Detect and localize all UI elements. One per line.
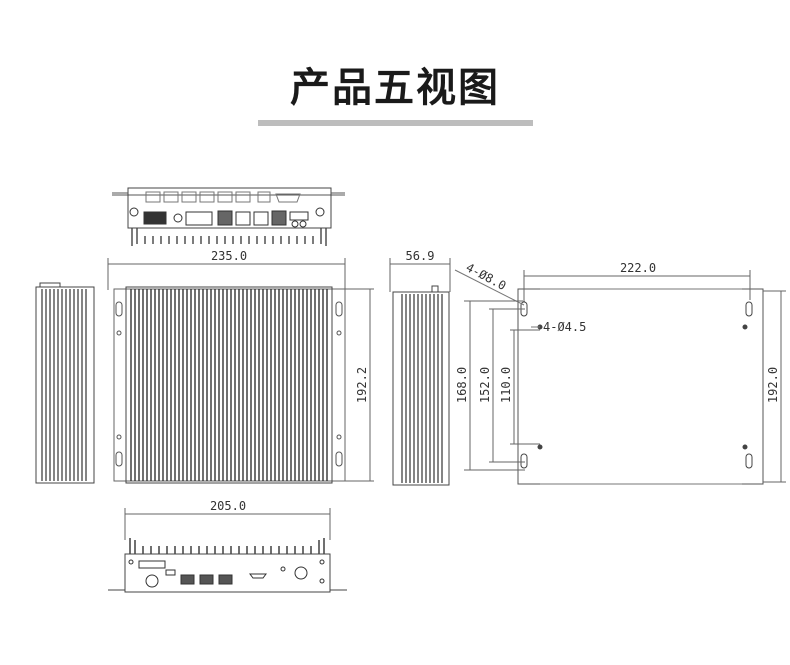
- dim-label-110: 110.0: [499, 367, 513, 403]
- dim-label-152: 152.0: [478, 367, 492, 403]
- dim-56-9: [389, 258, 451, 292]
- dim-label-235: 235.0: [211, 249, 247, 263]
- dim-205: [124, 508, 331, 540]
- rear-cooling-fins: [131, 228, 327, 246]
- dim-label-205: 205.0: [210, 499, 246, 513]
- right-side-fins: [401, 294, 443, 483]
- rear-panel-view: [112, 187, 345, 246]
- dim-label-192-0: 192.0: [766, 367, 780, 403]
- top-view: [113, 286, 346, 484]
- top-view-fins: [130, 289, 328, 481]
- dim-label-hole-small: 4-Ø4.5: [543, 320, 586, 334]
- dim-label-168: 168.0: [455, 367, 469, 403]
- dim-235: [107, 258, 346, 290]
- top-view-mount-slots: [115, 301, 343, 467]
- title-underline: [258, 120, 533, 126]
- dim-label-192-2: 192.2: [355, 367, 369, 403]
- left-side-view: [35, 282, 95, 484]
- rear-connectors: [129, 207, 325, 228]
- dim-label-222: 222.0: [620, 261, 656, 275]
- mount-plate-holes: [520, 301, 753, 469]
- dim-192-2: [345, 288, 374, 482]
- dim-vertical-stack: [464, 300, 540, 471]
- front-connectors: [128, 559, 325, 588]
- front-cooling-fins: [129, 538, 325, 554]
- rear-knockout-ports: [145, 191, 301, 203]
- dim-192-0: [763, 290, 786, 483]
- dim-label-hole-large: 4-Ø8.0: [464, 260, 509, 293]
- front-panel-view: [108, 538, 347, 593]
- right-side-view: [392, 285, 450, 486]
- mounting-plate-view: [454, 269, 764, 485]
- dim-label-56-9: 56.9: [406, 249, 435, 263]
- dim-222: [523, 270, 751, 300]
- left-side-fins: [41, 289, 87, 481]
- page-title: 产品五视图: [290, 65, 500, 111]
